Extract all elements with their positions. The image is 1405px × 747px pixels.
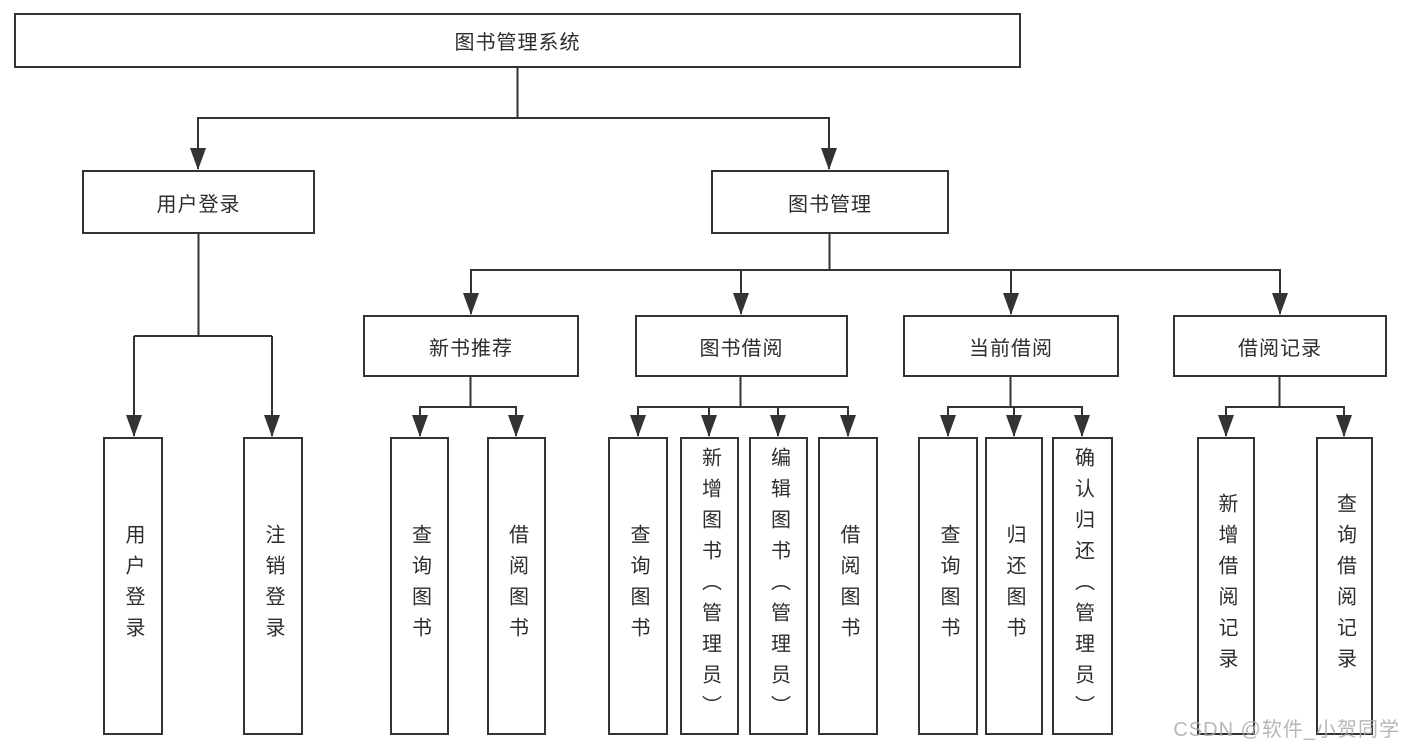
- node-library-management-system: 图书管理系统: [14, 13, 1021, 68]
- node-label: 用户登录: [122, 524, 144, 648]
- node-label: 注销登录: [262, 524, 284, 648]
- leaf-add-books-admin: 新增图书（管理员）: [680, 437, 739, 735]
- leaf-confirm-return-admin: 确认归还（管理员）: [1052, 437, 1113, 735]
- leaf-query-borrow-record: 查询借阅记录: [1316, 437, 1373, 735]
- node-label: 查询图书: [627, 524, 649, 648]
- node-label: 图书管理: [788, 193, 872, 216]
- node-label: 新书推荐: [429, 337, 513, 360]
- node-new-book-recommendation: 新书推荐: [363, 315, 579, 377]
- node-label: 确认归还（管理员）: [1071, 446, 1094, 726]
- leaf-query-books-current: 查询图书: [918, 437, 978, 735]
- node-label: 借阅记录: [1238, 337, 1322, 360]
- tree-branch-rails: [134, 68, 1345, 408]
- csdn-watermark: CSDN @软件_小贺同学: [1173, 719, 1400, 741]
- node-label: 新增借阅记录: [1215, 493, 1237, 679]
- leaf-query-books-recommend: 查询图书: [390, 437, 449, 735]
- tree-arrows: [126, 118, 1352, 437]
- leaf-user-login: 用户登录: [103, 437, 163, 735]
- node-label: 用户登录: [156, 193, 241, 216]
- leaf-query-books-borrowing: 查询图书: [608, 437, 668, 735]
- leaf-borrow-books-recommend: 借阅图书: [487, 437, 546, 735]
- node-label: 新增图书（管理员）: [698, 446, 721, 726]
- leaf-edit-books-admin: 编辑图书（管理员）: [749, 437, 808, 735]
- leaf-add-borrow-record: 新增借阅记录: [1197, 437, 1255, 735]
- node-book-management: 图书管理: [711, 170, 949, 234]
- node-borrowing-records: 借阅记录: [1173, 315, 1387, 377]
- node-book-borrowing: 图书借阅: [635, 315, 848, 377]
- node-label: 编辑图书（管理员）: [767, 446, 790, 726]
- leaf-logout: 注销登录: [243, 437, 303, 735]
- node-label: 借阅图书: [505, 524, 528, 648]
- node-current-borrowing: 当前借阅: [903, 315, 1119, 377]
- node-user-login: 用户登录: [82, 170, 315, 234]
- node-label: 图书借阅: [699, 337, 784, 360]
- leaf-return-books: 归还图书: [985, 437, 1043, 735]
- node-label: 归还图书: [1003, 524, 1025, 648]
- leaf-borrow-books: 借阅图书: [818, 437, 878, 735]
- node-label: 查询图书: [408, 524, 431, 648]
- node-label: 图书管理系统: [454, 32, 581, 54]
- node-label: 借阅图书: [837, 524, 859, 648]
- node-label: 查询图书: [937, 524, 959, 648]
- node-label: 查询借阅记录: [1333, 493, 1356, 679]
- node-label: 当前借阅: [969, 337, 1053, 360]
